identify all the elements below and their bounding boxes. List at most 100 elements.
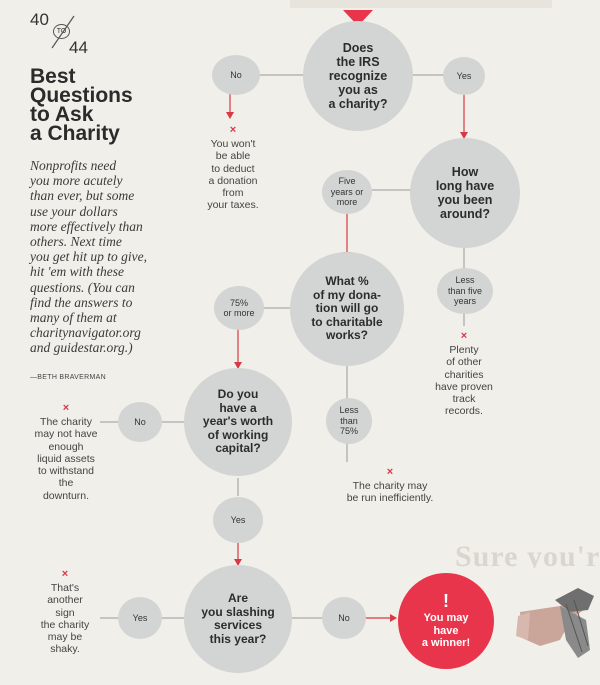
outcome-line: records. — [445, 405, 483, 418]
outcome-line: be run inefficiently. — [346, 492, 434, 505]
question-irs-node: Does the IRS recognize you as a charity? — [303, 21, 413, 131]
question-line: Are — [227, 591, 248, 605]
page-start: 40 — [30, 10, 49, 29]
question-line: you as — [338, 83, 378, 97]
answer-line: 75% — [339, 426, 358, 437]
answer-line: or more — [223, 308, 255, 318]
x-mark-icon: × — [460, 330, 468, 342]
intro-line: charitynavigator.org — [30, 325, 141, 341]
question-line: the IRS — [336, 55, 380, 69]
answer-less-than-75-node: Less than 75% — [326, 398, 372, 444]
question-line: you been — [437, 193, 493, 207]
exclamation-icon: ! — [443, 591, 449, 612]
question-slashing-services-node: Are you slashing services this year? — [184, 565, 292, 673]
question-percent-node: What % of my dona- tion will go to chari… — [290, 252, 404, 366]
answer-label: No — [230, 69, 242, 80]
outcome-line: your taxes. — [207, 199, 259, 212]
outcome-line: to withstand — [37, 465, 95, 478]
outcome-line: That's — [50, 582, 80, 594]
intro-line: questions. (You can — [30, 279, 135, 295]
answer-yes-node: Yes — [443, 57, 485, 95]
question-line: How — [451, 165, 479, 179]
intro-line: than ever, but some — [30, 188, 135, 204]
question-line: tion will go — [315, 301, 379, 316]
outcome-shaky: × That's another sign the charity may be… — [32, 568, 98, 656]
question-line: have a — [219, 400, 257, 415]
intro-line: others. Next time — [30, 234, 122, 250]
answer-less-than-five-node: Less than five years — [437, 268, 493, 314]
answer-label: Yes — [132, 612, 148, 623]
intro-line: hit 'em with these — [30, 264, 124, 280]
outcome-line: to deduct — [211, 162, 255, 175]
outcome-run-inefficiently: × The charity may be run inefficiently. — [332, 466, 448, 505]
outcome-no-liquid-assets: × The charity may not have enough liquid… — [28, 402, 104, 502]
winner-line: You may — [423, 612, 469, 625]
intro-line: you more acutely — [30, 173, 123, 189]
outcome-line: enough — [48, 440, 84, 453]
winner-line: a winner! — [421, 637, 471, 650]
outcome-line: sign — [55, 606, 75, 619]
question-line: recognize — [328, 69, 388, 83]
intro-line: find the answers to — [30, 294, 133, 310]
hand-holding-cash-icon — [516, 588, 594, 658]
outcome-line: track — [452, 393, 476, 406]
answer-line: Five — [338, 176, 356, 187]
intro-line: use your dollars — [30, 203, 118, 219]
byline: —BETH BRAVERMAN — [30, 374, 106, 381]
question-line: What % — [325, 274, 369, 289]
question-line: long have — [435, 179, 495, 193]
intro-line: more effectively than — [30, 218, 143, 234]
title-line: Questions — [30, 84, 133, 107]
outcome-line: another — [47, 594, 83, 607]
outcome-no-deduction: × You won't be able to deduct a donation… — [198, 124, 268, 212]
intro-text: Nonprofits need you more acutely than ev… — [30, 158, 180, 356]
outcome-line: a donation — [208, 174, 258, 187]
outcome-line: may be — [47, 631, 83, 644]
answer-yes-node: Yes — [118, 597, 162, 639]
question-how-long-node: How long have you been around? — [410, 138, 520, 248]
answer-line: 75% — [229, 297, 248, 308]
answer-75-or-more-node: 75% or more — [214, 286, 264, 330]
bleed-through-text: Sure you're — [455, 540, 600, 568]
x-mark-icon: × — [61, 568, 69, 580]
start-marker — [343, 10, 373, 26]
winner-node: ! You may have a winner! — [398, 573, 494, 669]
outcome-line: Plenty — [449, 344, 479, 356]
question-line: Do you — [217, 387, 259, 402]
answer-line: Less — [339, 405, 359, 416]
intro-line: you get hit up to give, — [30, 249, 147, 265]
answer-no-node: No — [212, 55, 260, 95]
outcome-line: downturn. — [42, 489, 90, 502]
outcome-line: You won't — [210, 138, 256, 150]
outcome-line: have proven — [435, 380, 493, 393]
answer-label: No — [134, 416, 146, 427]
outcome-line: charities — [444, 368, 484, 381]
answer-line: than five — [447, 285, 483, 296]
x-mark-icon: × — [62, 402, 70, 414]
intro-line: Nonprofits need — [30, 158, 117, 173]
x-mark-icon: × — [386, 466, 394, 478]
question-line: to charitable — [311, 314, 383, 329]
outcome-line: the charity — [40, 618, 90, 631]
question-working-capital-node: Do you have a year's worth of working ca… — [184, 368, 292, 476]
question-line: Does — [342, 41, 374, 55]
outcome-line: may not have — [34, 428, 98, 441]
answer-five-years-node: Five years or more — [322, 170, 372, 214]
question-line: year's worth — [202, 414, 274, 429]
question-line: services — [213, 618, 263, 632]
page-end: 44 — [69, 38, 88, 57]
outcome-line: be able — [215, 150, 251, 163]
question-line: capital? — [215, 441, 261, 456]
intro-line: many of them at — [30, 310, 117, 326]
winner-line: have — [433, 624, 459, 637]
answer-line: Less — [455, 275, 475, 286]
outcome-line: liquid assets — [37, 452, 95, 465]
answer-line: more — [336, 197, 358, 208]
question-line: around? — [440, 207, 490, 221]
question-line: of my dona- — [313, 287, 381, 302]
x-mark-icon: × — [229, 124, 237, 136]
outcome-line: of other — [446, 356, 482, 369]
answer-line: than — [340, 415, 358, 426]
